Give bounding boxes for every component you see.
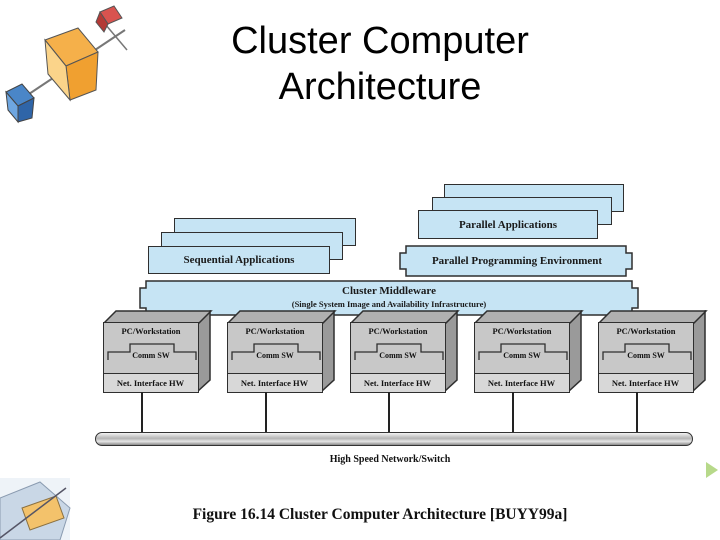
parallel-programming-environment-label: Parallel Programming Environment [431, 255, 603, 267]
node-2-network-link [265, 392, 267, 433]
node-comm-label: Comm SW [379, 351, 417, 360]
parallel-programming-environment-shape [399, 245, 633, 277]
node-comm-label: Comm SW [132, 351, 170, 360]
slide-title-line-1: Cluster Computer [231, 20, 529, 62]
parallel-programming-environment-box: Parallel Programming Environment [408, 249, 626, 273]
node-net-interface: Net. Interface HW [473, 372, 570, 393]
node-comm-bracket [602, 343, 692, 360]
node-5-network-link [636, 392, 638, 433]
cluster-middleware-title: Cluster Middleware [342, 285, 436, 297]
decorative-arrow-icon [706, 462, 718, 478]
node-comm-label: Comm SW [256, 351, 294, 360]
decorative-corner-icon [0, 478, 71, 540]
node-4-network-link [512, 392, 514, 433]
network-bus [95, 432, 693, 446]
node-comm-bracket [478, 343, 568, 360]
node-net-interface: Net. Interface HW [226, 372, 323, 393]
figure-caption: Figure 16.14 Cluster Computer Architectu… [192, 506, 568, 523]
sequential-applications-box: Sequential Applications [148, 246, 330, 274]
slide-title: Cluster Computer Architecture [140, 18, 620, 110]
parallel-applications-box: Parallel Applications [418, 210, 598, 239]
node-comm-bracket [231, 343, 321, 360]
node-pc-label: PC/Workstation [245, 326, 305, 336]
node-net-interface: Net. Interface HW [597, 372, 694, 393]
cluster-middleware-box: Cluster Middleware (Single System Image … [150, 282, 628, 314]
slide-title-line-2: Architecture [278, 66, 482, 108]
node-comm-bracket [107, 343, 197, 360]
parallel-applications-label: Parallel Applications [458, 218, 558, 231]
node-net-interface: Net. Interface HW [349, 372, 446, 393]
network-label: High Speed Network/Switch [329, 454, 451, 465]
sequential-applications-label: Sequential Applications [183, 254, 295, 266]
node-pc-label: PC/Workstation [121, 326, 181, 336]
node-comm-label: Comm SW [503, 351, 541, 360]
node-1-network-link [141, 392, 143, 433]
node-comm-label: Comm SW [627, 351, 665, 360]
node-3-network-link [388, 392, 390, 433]
node-comm-bracket [354, 343, 444, 360]
node-pc-label: PC/Workstation [616, 326, 676, 336]
node-pc-label: PC/Workstation [492, 326, 552, 336]
node-net-interface: Net. Interface HW [102, 372, 199, 393]
cluster-middleware-subtitle: (Single System Image and Availability In… [291, 299, 487, 309]
decorative-cubes-icon [5, 5, 128, 124]
node-pc-label: PC/Workstation [368, 326, 428, 336]
